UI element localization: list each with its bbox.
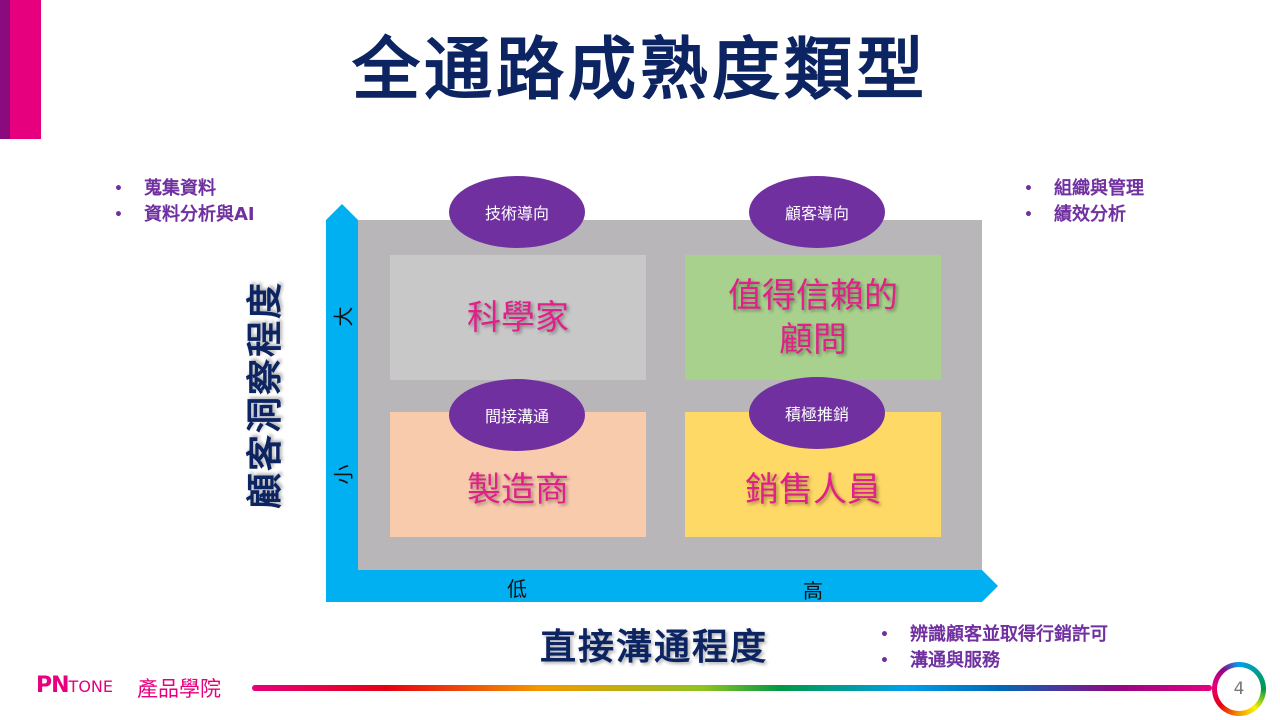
page-number-badge: 4 [1212,662,1266,716]
badge-customer-oriented: 顧客導向 [749,176,885,248]
bullets-top-left: 蒐集資料 資料分析與AI [114,176,255,228]
y-axis-arrow-icon [326,204,358,602]
badge-indirect-communication: 間接溝通 [449,379,585,451]
badge-active-selling: 積極推銷 [749,377,885,449]
quadrant-trusted-advisor: 值得信賴的 顧問 [685,255,941,380]
quadrant-label: 科學家 [467,297,569,338]
bullet-item: 組織與管理 [1024,176,1144,202]
badge-tech-oriented: 技術導向 [449,176,585,248]
bullet-item: 資料分析與AI [114,202,255,228]
y-axis-high-label: 大 [331,306,356,327]
page-number: 4 [1217,667,1261,711]
x-axis-high-label: 高 [803,579,823,603]
rainbow-divider [252,685,1212,691]
x-axis-title: 直接溝通程度 [540,627,769,668]
quadrant-label: 銷售人員 [745,469,881,510]
left-accent-bar-purple [0,0,10,139]
pmtone-logo: PNTONE [36,673,113,698]
bullet-item: 溝通與服務 [880,648,1108,674]
quadrant-scientist: 科學家 [390,255,646,380]
bullets-bottom-right: 辨識顧客並取得行銷許可 溝通與服務 [880,622,1108,674]
quadrant-salesperson: 銷售人員 [685,412,941,537]
y-axis-title: 顧客洞察程度 [245,280,287,510]
quadrant-manufacturer: 製造商 [390,412,646,537]
x-axis-low-label: 低 [507,577,527,601]
left-accent-bar-pink [10,0,41,139]
bullet-item: 蒐集資料 [114,176,255,202]
quadrant-label-line1: 值得信賴的 [728,275,898,316]
quadrant-label-line2: 顧問 [779,319,847,360]
org-name: 產品學院 [137,677,221,701]
bullets-top-right: 組織與管理 績效分析 [1024,176,1144,228]
quadrant-label: 製造商 [467,469,569,510]
y-axis-low-label: 小 [331,464,356,485]
bullet-item: 績效分析 [1024,202,1144,228]
x-axis-arrow-icon [326,570,998,602]
bullet-item: 辨識顧客並取得行銷許可 [880,622,1108,648]
slide-title: 全通路成熟度類型 [351,31,928,110]
